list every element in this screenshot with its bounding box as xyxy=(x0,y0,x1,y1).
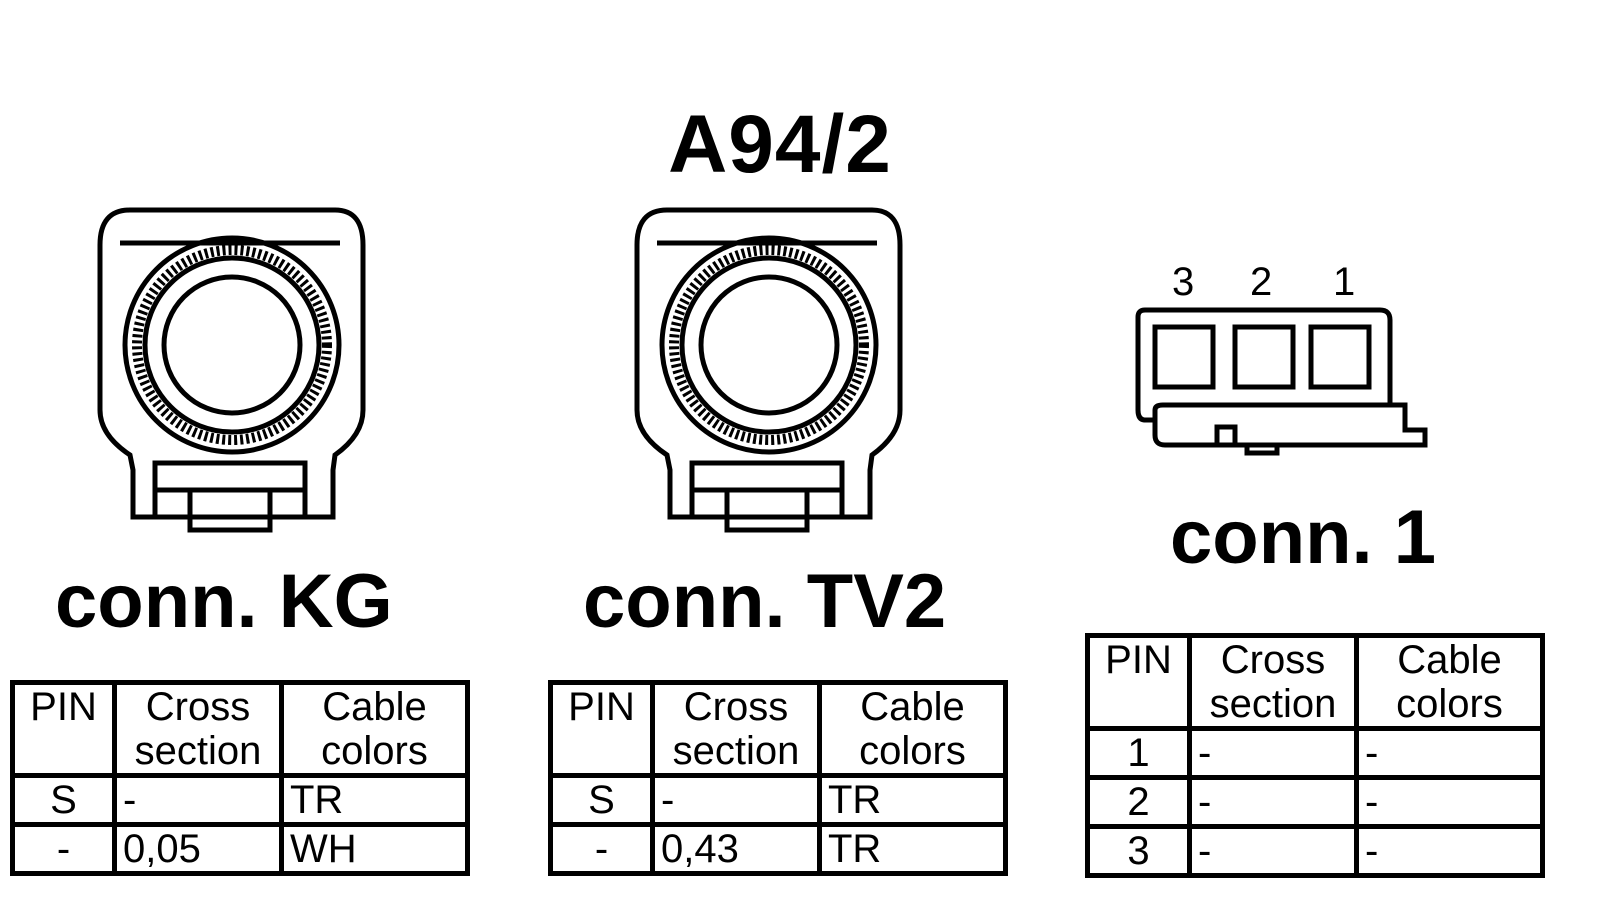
header-cable-colors: Cable colors xyxy=(1354,633,1545,731)
cell-cable-color: TR xyxy=(817,822,1008,876)
connector-kg-label: conn. KG xyxy=(55,559,393,644)
cell-cable-color: - xyxy=(1354,775,1545,829)
connector-kg-drawing xyxy=(97,207,366,533)
header-cross-section: Cross section xyxy=(1187,633,1359,731)
table-row: 2 - - xyxy=(1085,775,1545,829)
table-row: S - TR xyxy=(548,773,1008,827)
cell-cross-section: 0,43 xyxy=(650,822,822,876)
conn1-pin-number-2: 2 xyxy=(1250,260,1273,304)
cell-pin: - xyxy=(10,822,117,876)
cell-cross-section: - xyxy=(1187,726,1359,780)
table-header-row: PIN Cross section Cable colors xyxy=(1085,633,1545,731)
cell-cross-section: 0,05 xyxy=(112,822,284,876)
connector-1-label: conn. 1 xyxy=(1170,495,1437,580)
pin-table-conn1: PIN Cross section Cable colors 1 - - 2 -… xyxy=(1085,633,1545,878)
cell-pin: S xyxy=(10,773,117,827)
connector-tv2-drawing xyxy=(634,207,903,533)
header-cable-colors: Cable colors xyxy=(279,680,470,778)
cell-cable-color: TR xyxy=(817,773,1008,827)
connector-tv2-label: conn. TV2 xyxy=(583,559,947,644)
cell-pin: 1 xyxy=(1085,726,1192,780)
cell-pin: 3 xyxy=(1085,824,1192,878)
cell-cross-section: - xyxy=(650,773,822,827)
cell-cable-color: - xyxy=(1354,726,1545,780)
conn1-pin-number-1: 1 xyxy=(1333,260,1356,304)
pin-table-tv2: PIN Cross section Cable colors S - TR - … xyxy=(548,680,1008,876)
cell-cross-section: - xyxy=(1187,775,1359,829)
cell-cross-section: - xyxy=(1187,824,1359,878)
pin-table-kg: PIN Cross section Cable colors S - TR - … xyxy=(10,680,470,876)
header-cross-section: Cross section xyxy=(112,680,284,778)
table-header-row: PIN Cross section Cable colors xyxy=(10,680,470,778)
cell-cable-color: TR xyxy=(279,773,470,827)
table-row: S - TR xyxy=(10,773,470,827)
cell-pin: - xyxy=(548,822,655,876)
cell-pin: 2 xyxy=(1085,775,1192,829)
table-header-row: PIN Cross section Cable colors xyxy=(548,680,1008,778)
conn1-pin-number-3: 3 xyxy=(1172,260,1195,304)
cell-pin: S xyxy=(548,773,655,827)
cell-cable-color: - xyxy=(1354,824,1545,878)
connector-1-drawing xyxy=(1135,307,1428,456)
header-pin: PIN xyxy=(10,680,117,778)
table-row: 3 - - xyxy=(1085,824,1545,878)
header-cable-colors: Cable colors xyxy=(817,680,1008,778)
diagram-title: A94/2 xyxy=(668,99,892,190)
table-row: - 0,43 TR xyxy=(548,822,1008,876)
table-row: 1 - - xyxy=(1085,726,1545,780)
header-pin: PIN xyxy=(1085,633,1192,731)
header-cross-section: Cross section xyxy=(650,680,822,778)
header-pin: PIN xyxy=(548,680,655,778)
cell-cross-section: - xyxy=(112,773,284,827)
cell-cable-color: WH xyxy=(279,822,470,876)
table-row: - 0,05 WH xyxy=(10,822,470,876)
